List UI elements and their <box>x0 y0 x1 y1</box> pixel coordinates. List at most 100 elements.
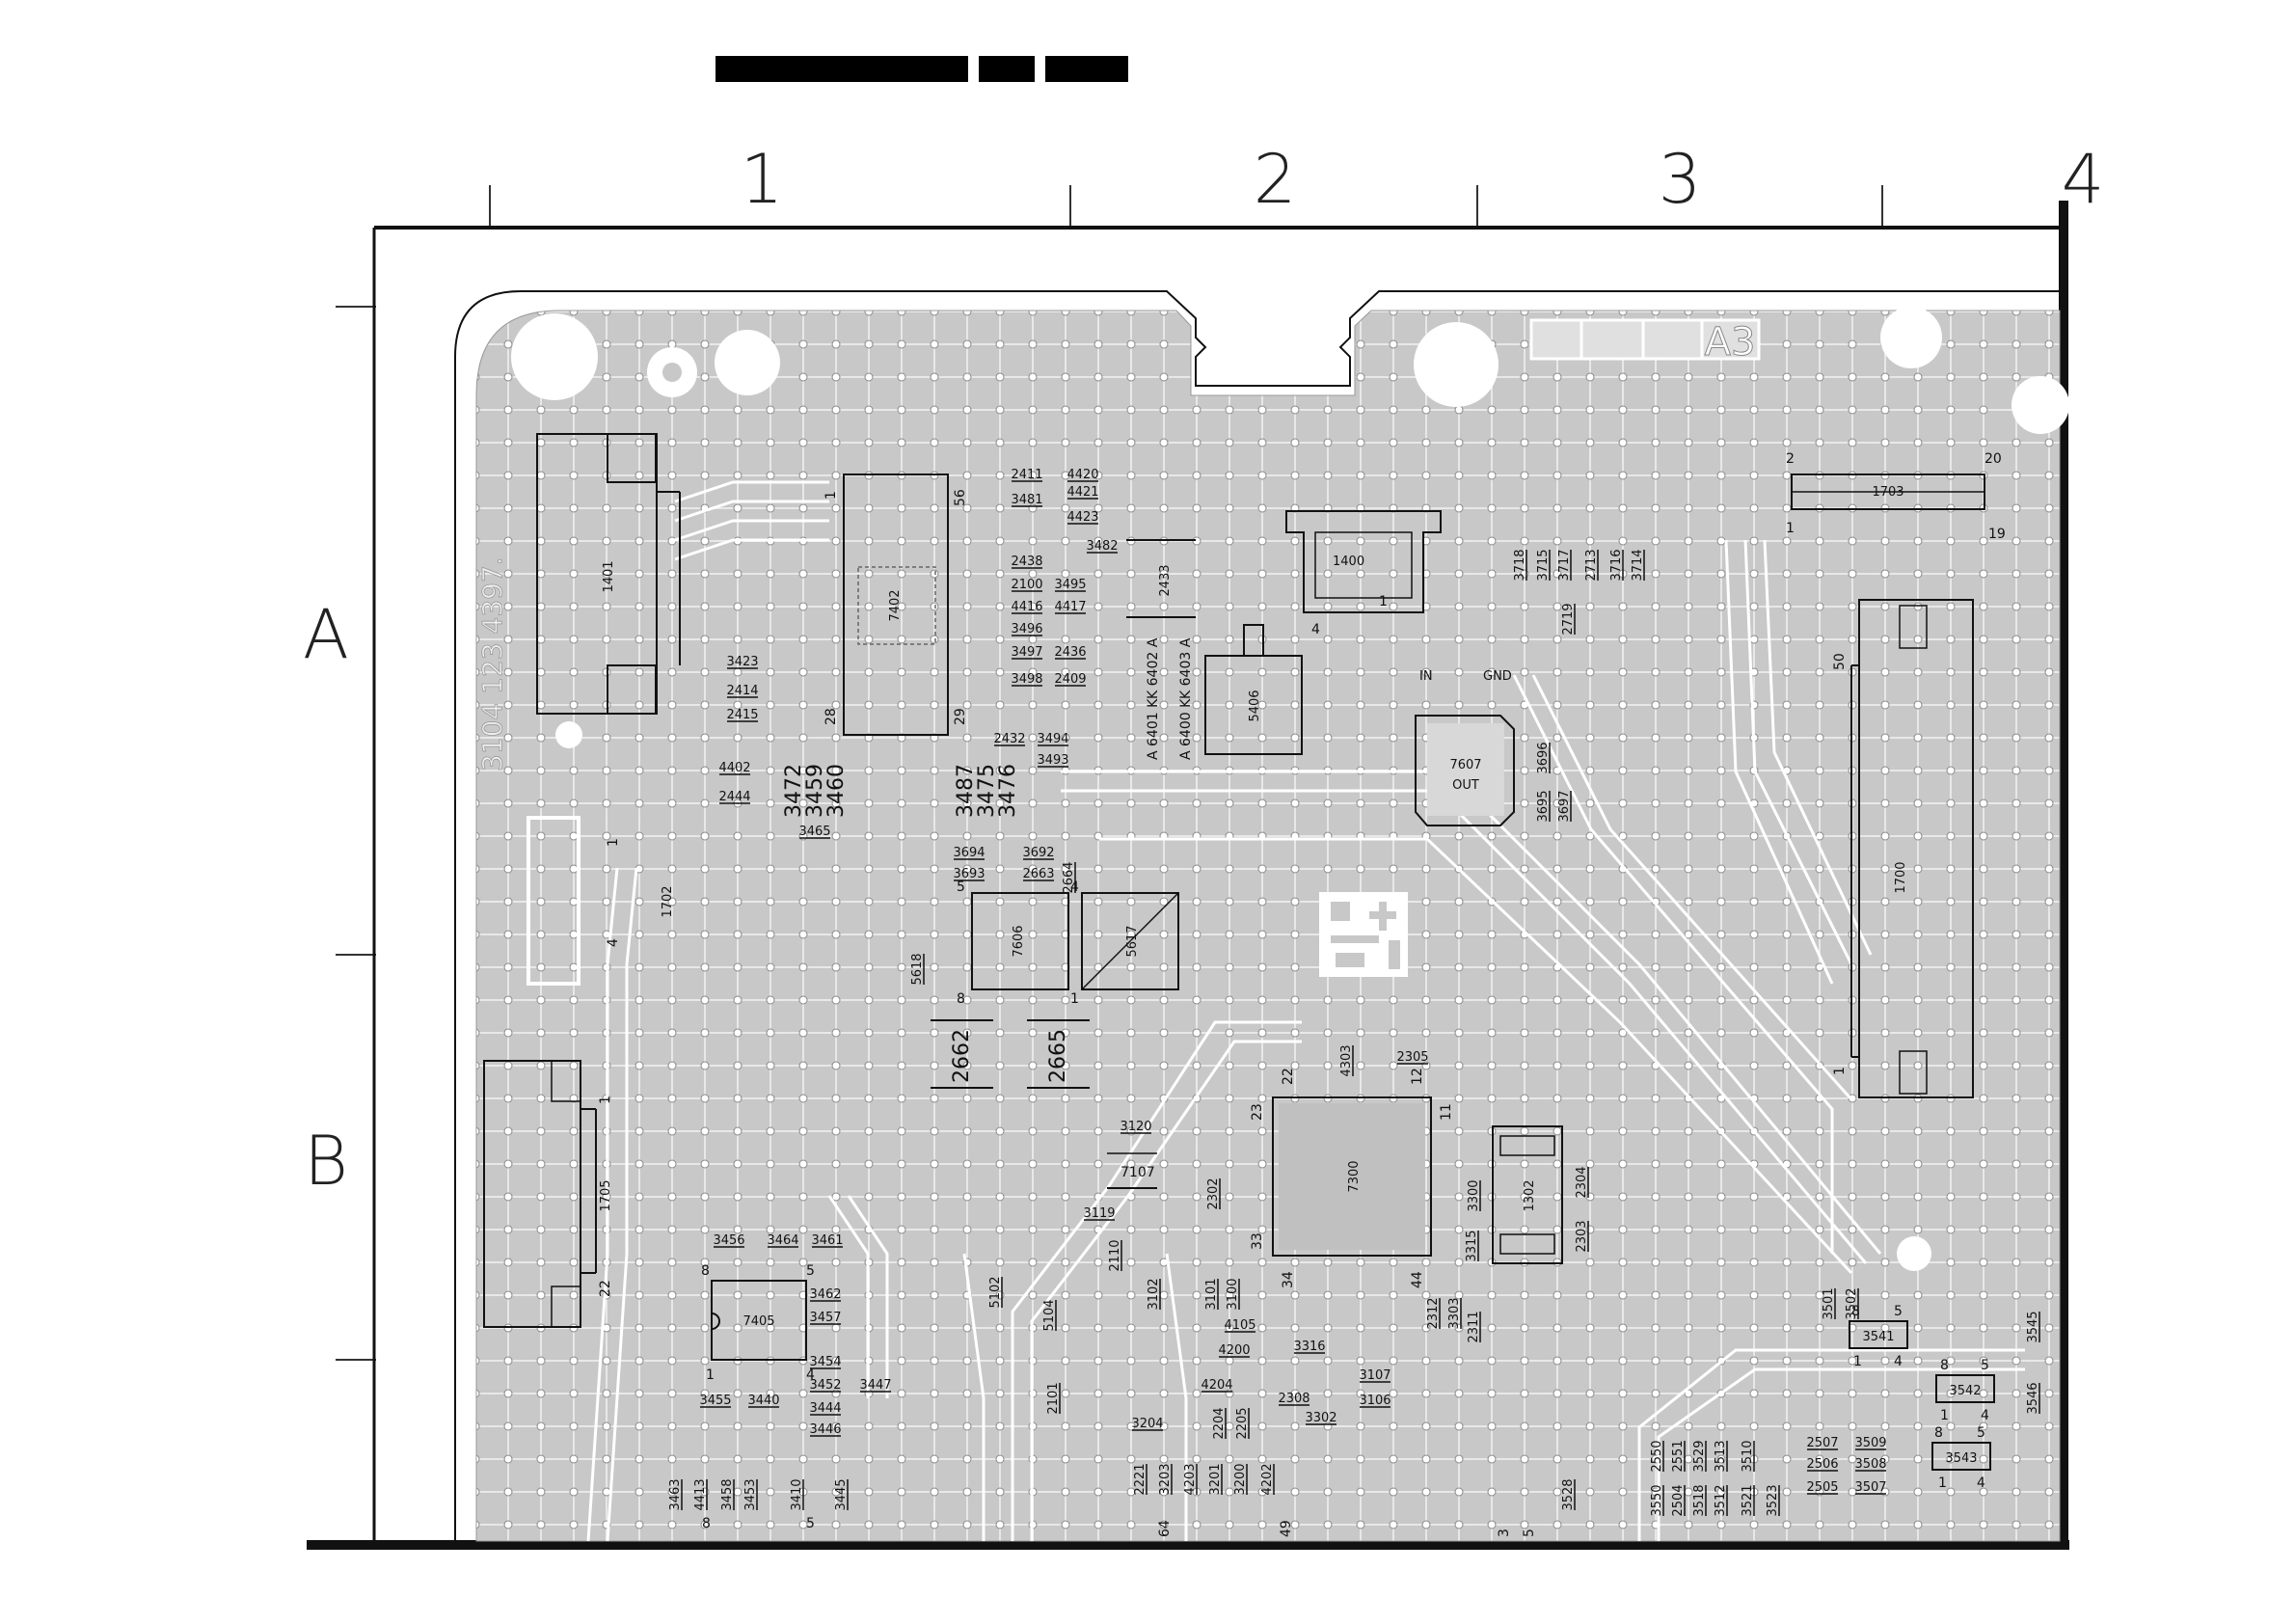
smd-part-2204: 2204 <box>1212 1407 1227 1439</box>
diode-group: K 6402 A K 6403 A A 6401 K A 6400 K <box>1146 637 1194 760</box>
component-7405-label: 7405 <box>742 1314 774 1329</box>
component-7402: 7402 56 1 28 29 <box>824 474 968 736</box>
component-5617: 5617 <box>1081 892 1179 990</box>
component-group-347x: 3472 3459 3460 3487 3475 3476 <box>782 764 1020 818</box>
component-1700: 1700 50 1 <box>1832 599 1974 1098</box>
smd-part-2302: 2302 <box>1206 1177 1221 1209</box>
diode-6403: K 6403 A <box>1178 637 1194 699</box>
component-3472-label: 3472 <box>782 764 806 818</box>
pin-7410-8: 8 <box>702 1516 711 1531</box>
component-1401-label: 1401 <box>602 560 616 592</box>
smd-part-3464: 3464 <box>767 1233 798 1248</box>
smd-part-2409: 2409 <box>1054 672 1086 687</box>
pin-1400-1: 1 <box>1379 594 1388 609</box>
component-1302-label: 1302 <box>1523 1179 1537 1211</box>
smd-part-4200: 4200 <box>1218 1343 1250 1358</box>
smd-part-3697: 3697 <box>1557 790 1572 822</box>
smd-part-3410: 3410 <box>790 1478 804 1510</box>
component-1705: 1705 1 22 <box>483 1060 613 1328</box>
smd-part-3303: 3303 <box>1447 1297 1462 1329</box>
component-7107-label: 7107 <box>1120 1165 1155 1180</box>
component-3475-label: 3475 <box>975 764 999 818</box>
smd-part-3446: 3446 <box>809 1422 841 1437</box>
smd-part-2411: 2411 <box>1011 468 1042 482</box>
smd-part-5102: 5102 <box>988 1276 1003 1308</box>
smd-part-3692: 3692 <box>1022 846 1054 860</box>
pin-3543-1: 1 <box>1938 1475 1947 1491</box>
pin-3541-8: 8 <box>1851 1304 1860 1319</box>
smd-part-4105: 4105 <box>1224 1318 1256 1333</box>
pin-7405-4: 4 <box>806 1367 815 1383</box>
component-5617-label: 5617 <box>1125 925 1140 957</box>
component-3543-label: 3543 <box>1945 1451 1977 1466</box>
smd-part-3120: 3120 <box>1120 1120 1151 1134</box>
pin-1700-1: 1 <box>1832 1067 1848 1075</box>
pin-5: 5 <box>1522 1529 1537 1537</box>
smd-part-3100: 3100 <box>1226 1278 1240 1310</box>
smd-part-3545: 3545 <box>2026 1311 2040 1342</box>
column-label-4: 4 <box>2062 140 2105 219</box>
smd-part-3494: 3494 <box>1037 732 1068 746</box>
smd-part-2308: 2308 <box>1278 1392 1310 1406</box>
pin-7402-28: 28 <box>824 708 839 725</box>
pin-7402-1: 1 <box>824 491 839 500</box>
component-1702-label: 1702 <box>661 885 675 917</box>
board-labels: A3 3104 123 4397. <box>476 318 1761 771</box>
smd-part-3695: 3695 <box>1536 790 1551 822</box>
pin-7402-29: 29 <box>953 708 968 725</box>
component-7300: 7300 22 12 23 11 33 34 44 <box>1250 1068 1454 1288</box>
pin-1400-4: 4 <box>1311 622 1320 637</box>
component-1401: 1401 <box>536 433 681 715</box>
smd-part-2205: 2205 <box>1235 1407 1250 1439</box>
pin-1702-1: 1 <box>606 838 621 847</box>
smd-part-2432: 2432 <box>993 732 1025 746</box>
smd-part-3452: 3452 <box>809 1378 841 1393</box>
smd-part-2312: 2312 <box>1426 1297 1441 1329</box>
smd-part-3518: 3518 <box>1692 1484 1707 1516</box>
pin-7300-23: 23 <box>1250 1103 1265 1121</box>
smd-part-3550: 3550 <box>1650 1484 1664 1516</box>
smd-part-2505: 2505 <box>1806 1480 1838 1495</box>
smd-part-3106: 3106 <box>1359 1394 1390 1408</box>
smd-part-3513: 3513 <box>1714 1440 1728 1472</box>
smd-part-3529: 3529 <box>1692 1440 1707 1472</box>
smd-part-3107: 3107 <box>1359 1368 1390 1383</box>
smd-part-2504: 2504 <box>1671 1484 1686 1516</box>
smd-part-3481: 3481 <box>1011 493 1042 507</box>
smd-part-3445: 3445 <box>834 1478 849 1510</box>
component-3459-label: 3459 <box>803 764 827 818</box>
pin-7405-5: 5 <box>806 1263 815 1279</box>
pin-3542-8: 8 <box>1940 1358 1949 1373</box>
column-grid: 1 2 3 4 <box>489 140 2105 226</box>
smd-part-3200: 3200 <box>1233 1463 1248 1495</box>
smd-part-3718: 3718 <box>1513 549 1527 581</box>
smd-part-3493: 3493 <box>1037 753 1068 768</box>
pin-3543-5: 5 <box>1977 1425 1985 1441</box>
smd-part-2664: 2664 <box>1062 861 1076 893</box>
smd-part-3458: 3458 <box>720 1478 735 1510</box>
smd-part-3119: 3119 <box>1083 1206 1115 1221</box>
pin-1703-2: 2 <box>1786 451 1795 467</box>
component-2662-label: 2662 <box>950 1029 974 1083</box>
component-1700-label: 1700 <box>1894 861 1908 893</box>
smd-part-3316: 3316 <box>1293 1340 1325 1354</box>
component-3541: 3541 8 5 1 4 <box>1849 1304 1908 1369</box>
pin-7300-33: 33 <box>1250 1232 1265 1250</box>
component-2665-label: 2665 <box>1046 1029 1070 1083</box>
component-1400-label: 1400 <box>1333 555 1364 569</box>
component-2662: 2662 <box>931 1019 993 1089</box>
smd-part-3465: 3465 <box>798 825 830 839</box>
smd-part-3498: 3498 <box>1011 672 1042 687</box>
smd-part-3507: 3507 <box>1854 1480 1886 1495</box>
smd-part-5104: 5104 <box>1042 1299 1057 1331</box>
smd-part-3201: 3201 <box>1208 1463 1223 1495</box>
pin-1705-22: 22 <box>598 1280 613 1297</box>
pin-7402-56: 56 <box>953 489 968 506</box>
fiducial-logo <box>1319 892 1408 977</box>
smd-part-2221: 2221 <box>1133 1463 1148 1495</box>
label-in: IN <box>1419 669 1433 684</box>
smd-part-2101: 2101 <box>1046 1382 1061 1414</box>
column-label-2: 2 <box>1254 140 1297 219</box>
smd-part-3102: 3102 <box>1147 1278 1161 1310</box>
component-1702: 1702 <box>526 816 675 986</box>
